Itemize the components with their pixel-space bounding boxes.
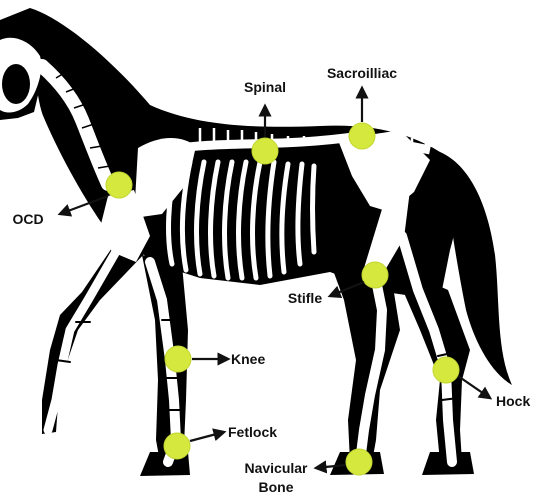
marker-ocd [106, 172, 132, 198]
label-knee: Knee [231, 351, 265, 367]
label-navicular-line1: Navicular [244, 460, 308, 476]
label-spinal: Spinal [244, 79, 286, 95]
eye-socket [2, 64, 30, 104]
label-fetlock: Fetlock [228, 424, 277, 440]
arrow-hock [458, 376, 490, 398]
marker-stifle [362, 262, 388, 288]
label-sacroilliac: Sacroilliac [327, 65, 397, 81]
marker-hock [433, 357, 459, 383]
label-hock: Hock [496, 393, 530, 409]
arrow-fetlock [190, 432, 224, 441]
marker-fetlock [164, 433, 190, 459]
marker-spinal [252, 138, 278, 164]
marker-knee [165, 346, 191, 372]
label-navicular-line2: Bone [259, 479, 294, 495]
label-ocd: OCD [12, 211, 43, 227]
marker-sacroilliac [349, 123, 375, 149]
marker-navicular [346, 449, 372, 475]
label-stifle: Stifle [288, 290, 322, 306]
